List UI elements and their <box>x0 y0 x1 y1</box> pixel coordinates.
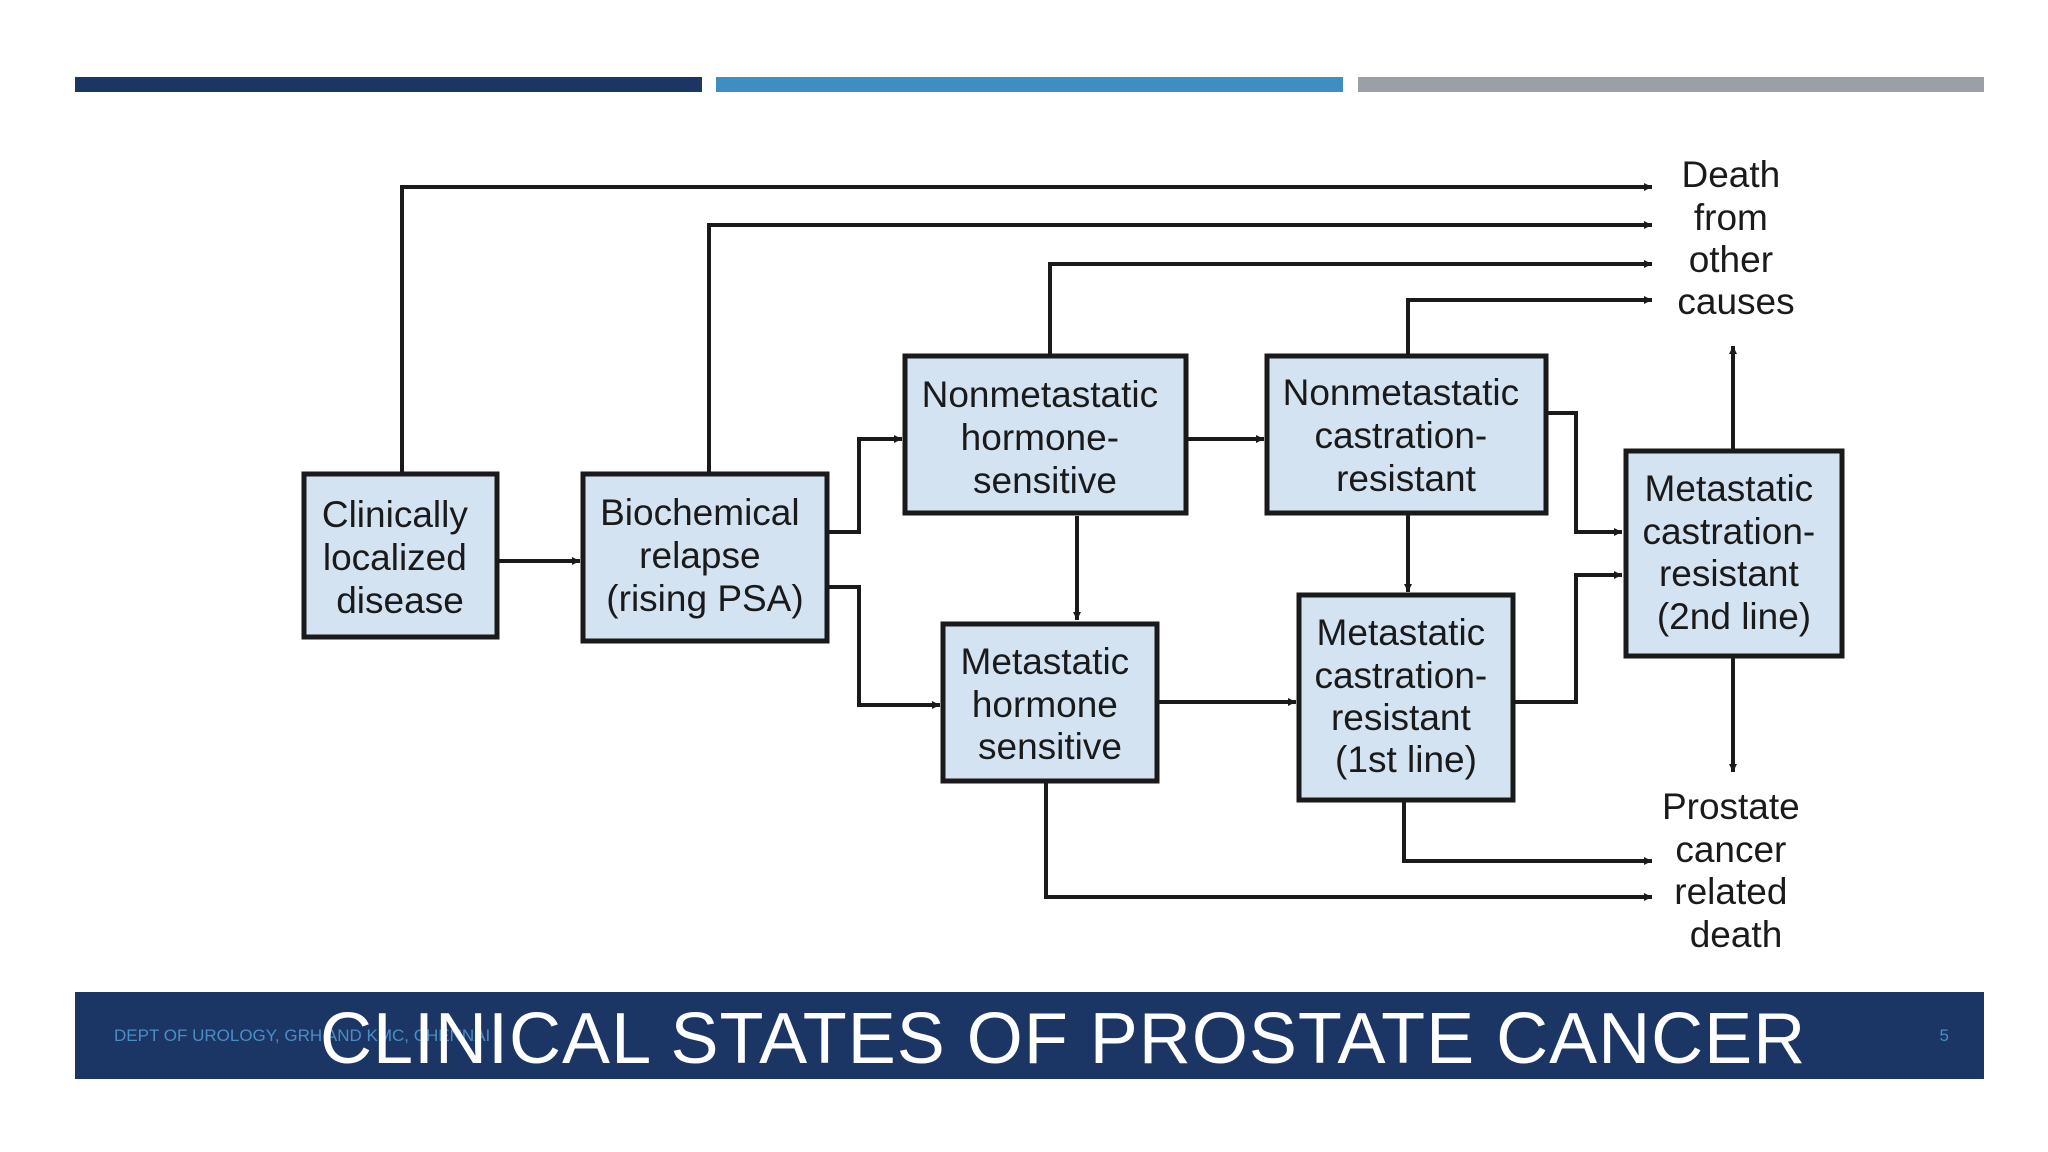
node-localized-line-2: localized <box>323 537 467 578</box>
node-nm-cr: Nonmetastatic castration- resistant <box>1283 372 1530 499</box>
connector-biochemical-to-nm-hs <box>829 435 902 534</box>
node-m-cr2-line-1: Metastatic <box>1645 468 1814 509</box>
slide-title: CLINICAL STATES OF PROSTATE CANCER <box>320 999 1807 1079</box>
outcome-death-pc-line-4: death <box>1690 914 1783 955</box>
node-box-nm-cr <box>1264 353 1549 516</box>
node-m-hs-line-1: Metastatic <box>961 641 1130 682</box>
node-nm-cr-line-3: resistant <box>1336 458 1477 499</box>
node-box-m-cr1 <box>1296 592 1516 803</box>
outcome-death-other-line-3: other <box>1689 239 1773 280</box>
node-localized: Clinically localized disease <box>322 494 478 621</box>
node-localized-line-1: Clinically <box>322 494 468 535</box>
node-box-nm-hs <box>902 353 1189 516</box>
node-m-cr1-line-2: castration- <box>1314 655 1487 696</box>
node-biochemical-line-2: relapse <box>639 535 760 576</box>
node-localized-line-3: disease <box>336 580 464 621</box>
node-m-cr2-line-3: resistant <box>1659 553 1800 594</box>
node-box-m-cr2 <box>1623 448 1845 659</box>
node-box-localized <box>301 471 500 640</box>
top-accent-bar-dark <box>75 77 702 92</box>
node-nm-cr-line-2: castration- <box>1314 415 1487 456</box>
outcome-death-pc-line-2: cancer <box>1675 829 1786 870</box>
connector-m-hs-to-death-pc <box>1044 781 1652 901</box>
connector-biochemical-to-m-hs <box>829 585 940 709</box>
node-m-cr1-line-1: Metastatic <box>1317 612 1486 653</box>
outcome-prostate-cancer-death: Prostate cancer related death <box>1662 786 1810 955</box>
node-biochemical-line-3: (rising PSA) <box>606 578 803 619</box>
connector-nm-hs-to-death-other <box>1048 260 1652 356</box>
connector-localized-to-death-other <box>400 183 1652 474</box>
node-nm-cr-line-1: Nonmetastatic <box>1283 372 1520 413</box>
node-m-cr1: Metastatic castration- resistant (1st li… <box>1314 612 1497 780</box>
connector-nm-cr-to-death-other <box>1406 296 1652 356</box>
top-accent-bar-gray <box>1358 77 1984 92</box>
node-m-hs-line-2: hormone <box>972 684 1118 725</box>
node-nm-hs-line-2: hormone- <box>961 417 1119 458</box>
node-m-cr2-line-4: (2nd line) <box>1657 596 1811 637</box>
node-nm-hs: Nonmetastatic hormone- sensitive <box>922 374 1169 501</box>
footer-department: DEPT OF UROLOGY, GRH AND KMC, CHENNAI <box>114 1026 491 1045</box>
connector-m-cr1-to-m-cr2 <box>1510 571 1622 704</box>
page-number: 5 <box>1939 1026 1949 1045</box>
connector-nm-cr-to-m-cr2 <box>1546 411 1622 536</box>
node-m-cr1-line-3: resistant <box>1331 697 1472 738</box>
node-m-hs: Metastatic hormone sensitive <box>961 641 1140 767</box>
outcome-death-pc-line-1: Prostate <box>1662 786 1800 827</box>
node-biochemical-line-1: Biochemical <box>600 492 799 533</box>
outcome-death-other-line-1: Death <box>1681 154 1780 195</box>
node-m-cr2-line-2: castration- <box>1642 511 1815 552</box>
top-accent-bar-blue <box>716 77 1343 92</box>
outcome-death-pc-line-3: related <box>1674 871 1787 912</box>
node-m-hs-line-3: sensitive <box>978 726 1122 767</box>
footer-bar: DEPT OF UROLOGY, GRH AND KMC, CHENNAI CL… <box>75 992 1984 1079</box>
node-box-biochemical <box>580 471 830 644</box>
node-m-cr1-line-4: (1st line) <box>1335 739 1477 780</box>
node-nm-hs-line-1: Nonmetastatic <box>922 374 1159 415</box>
node-box-m-hs <box>940 621 1160 784</box>
connector-m-cr1-to-death-pc <box>1402 800 1652 865</box>
node-biochemical: Biochemical relapse (rising PSA) <box>600 492 810 619</box>
clinical-states-flow-diagram: Clinically localized disease Biochemical… <box>301 154 1845 955</box>
outcome-death-other-line-2: from <box>1694 197 1768 238</box>
node-nm-hs-line-3: sensitive <box>973 460 1117 501</box>
outcome-death-other-causes: Death from other causes <box>1677 154 1794 322</box>
connector-biochemical-to-death-other <box>707 221 1652 474</box>
outcome-death-other-line-4: causes <box>1677 281 1794 322</box>
node-m-cr2: Metastatic castration- resistant (2nd li… <box>1642 468 1825 637</box>
